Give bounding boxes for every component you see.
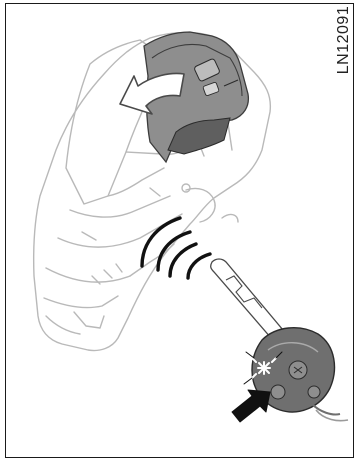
signal-waves-icon (142, 218, 210, 278)
figure-reference-code: LN12091 (335, 6, 353, 74)
press-arrow-icon (232, 390, 270, 422)
remote-key-icon (211, 259, 348, 421)
